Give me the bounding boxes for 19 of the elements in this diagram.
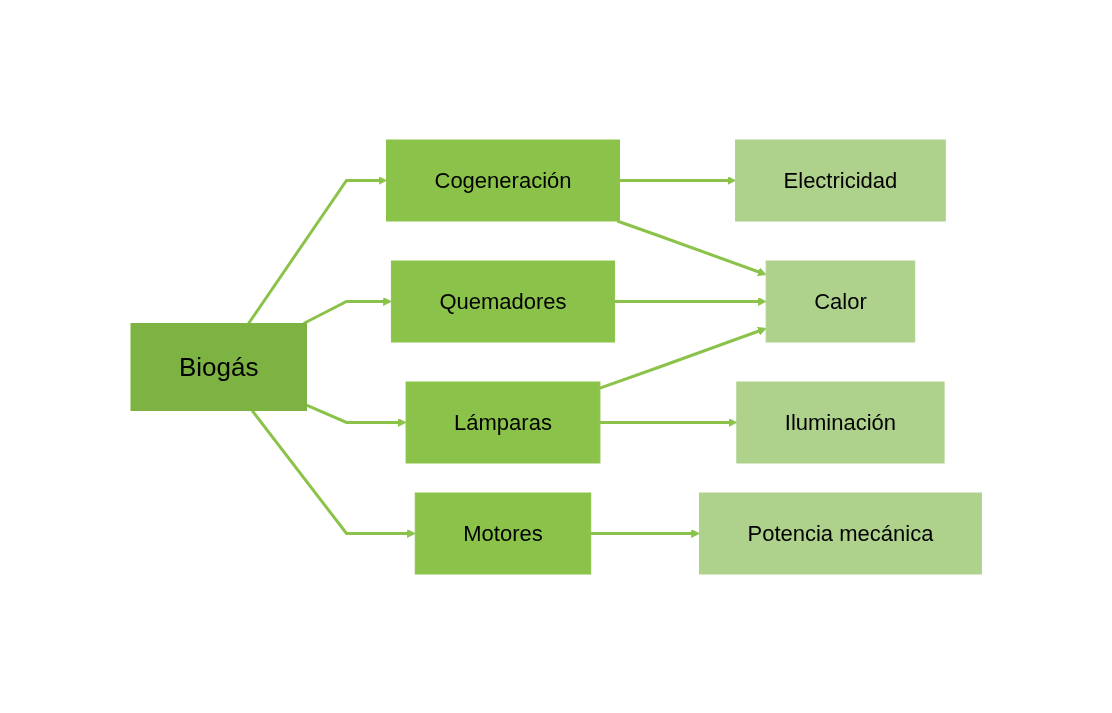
- node-box: Cogeneración: [385, 139, 620, 221]
- arrow: [590, 528, 700, 538]
- arrow: [599, 326, 767, 390]
- arrow: [616, 219, 767, 276]
- node-box: Biogás: [130, 322, 307, 411]
- arrow: [619, 175, 736, 185]
- node-box: Motores: [414, 492, 592, 574]
- node-box: Potencia mecánica: [698, 492, 982, 574]
- arrow: [305, 403, 407, 427]
- node-box: Iluminación: [736, 381, 945, 463]
- arrow: [250, 409, 416, 538]
- arrow: [247, 175, 387, 324]
- arrow: [614, 296, 767, 306]
- node-box: Quemadores: [390, 260, 615, 342]
- node-box: Electricidad: [734, 139, 946, 221]
- arrow: [599, 417, 737, 427]
- node-box: Lámparas: [405, 381, 601, 463]
- node-box: Calor: [765, 260, 916, 342]
- arrow: [302, 296, 392, 325]
